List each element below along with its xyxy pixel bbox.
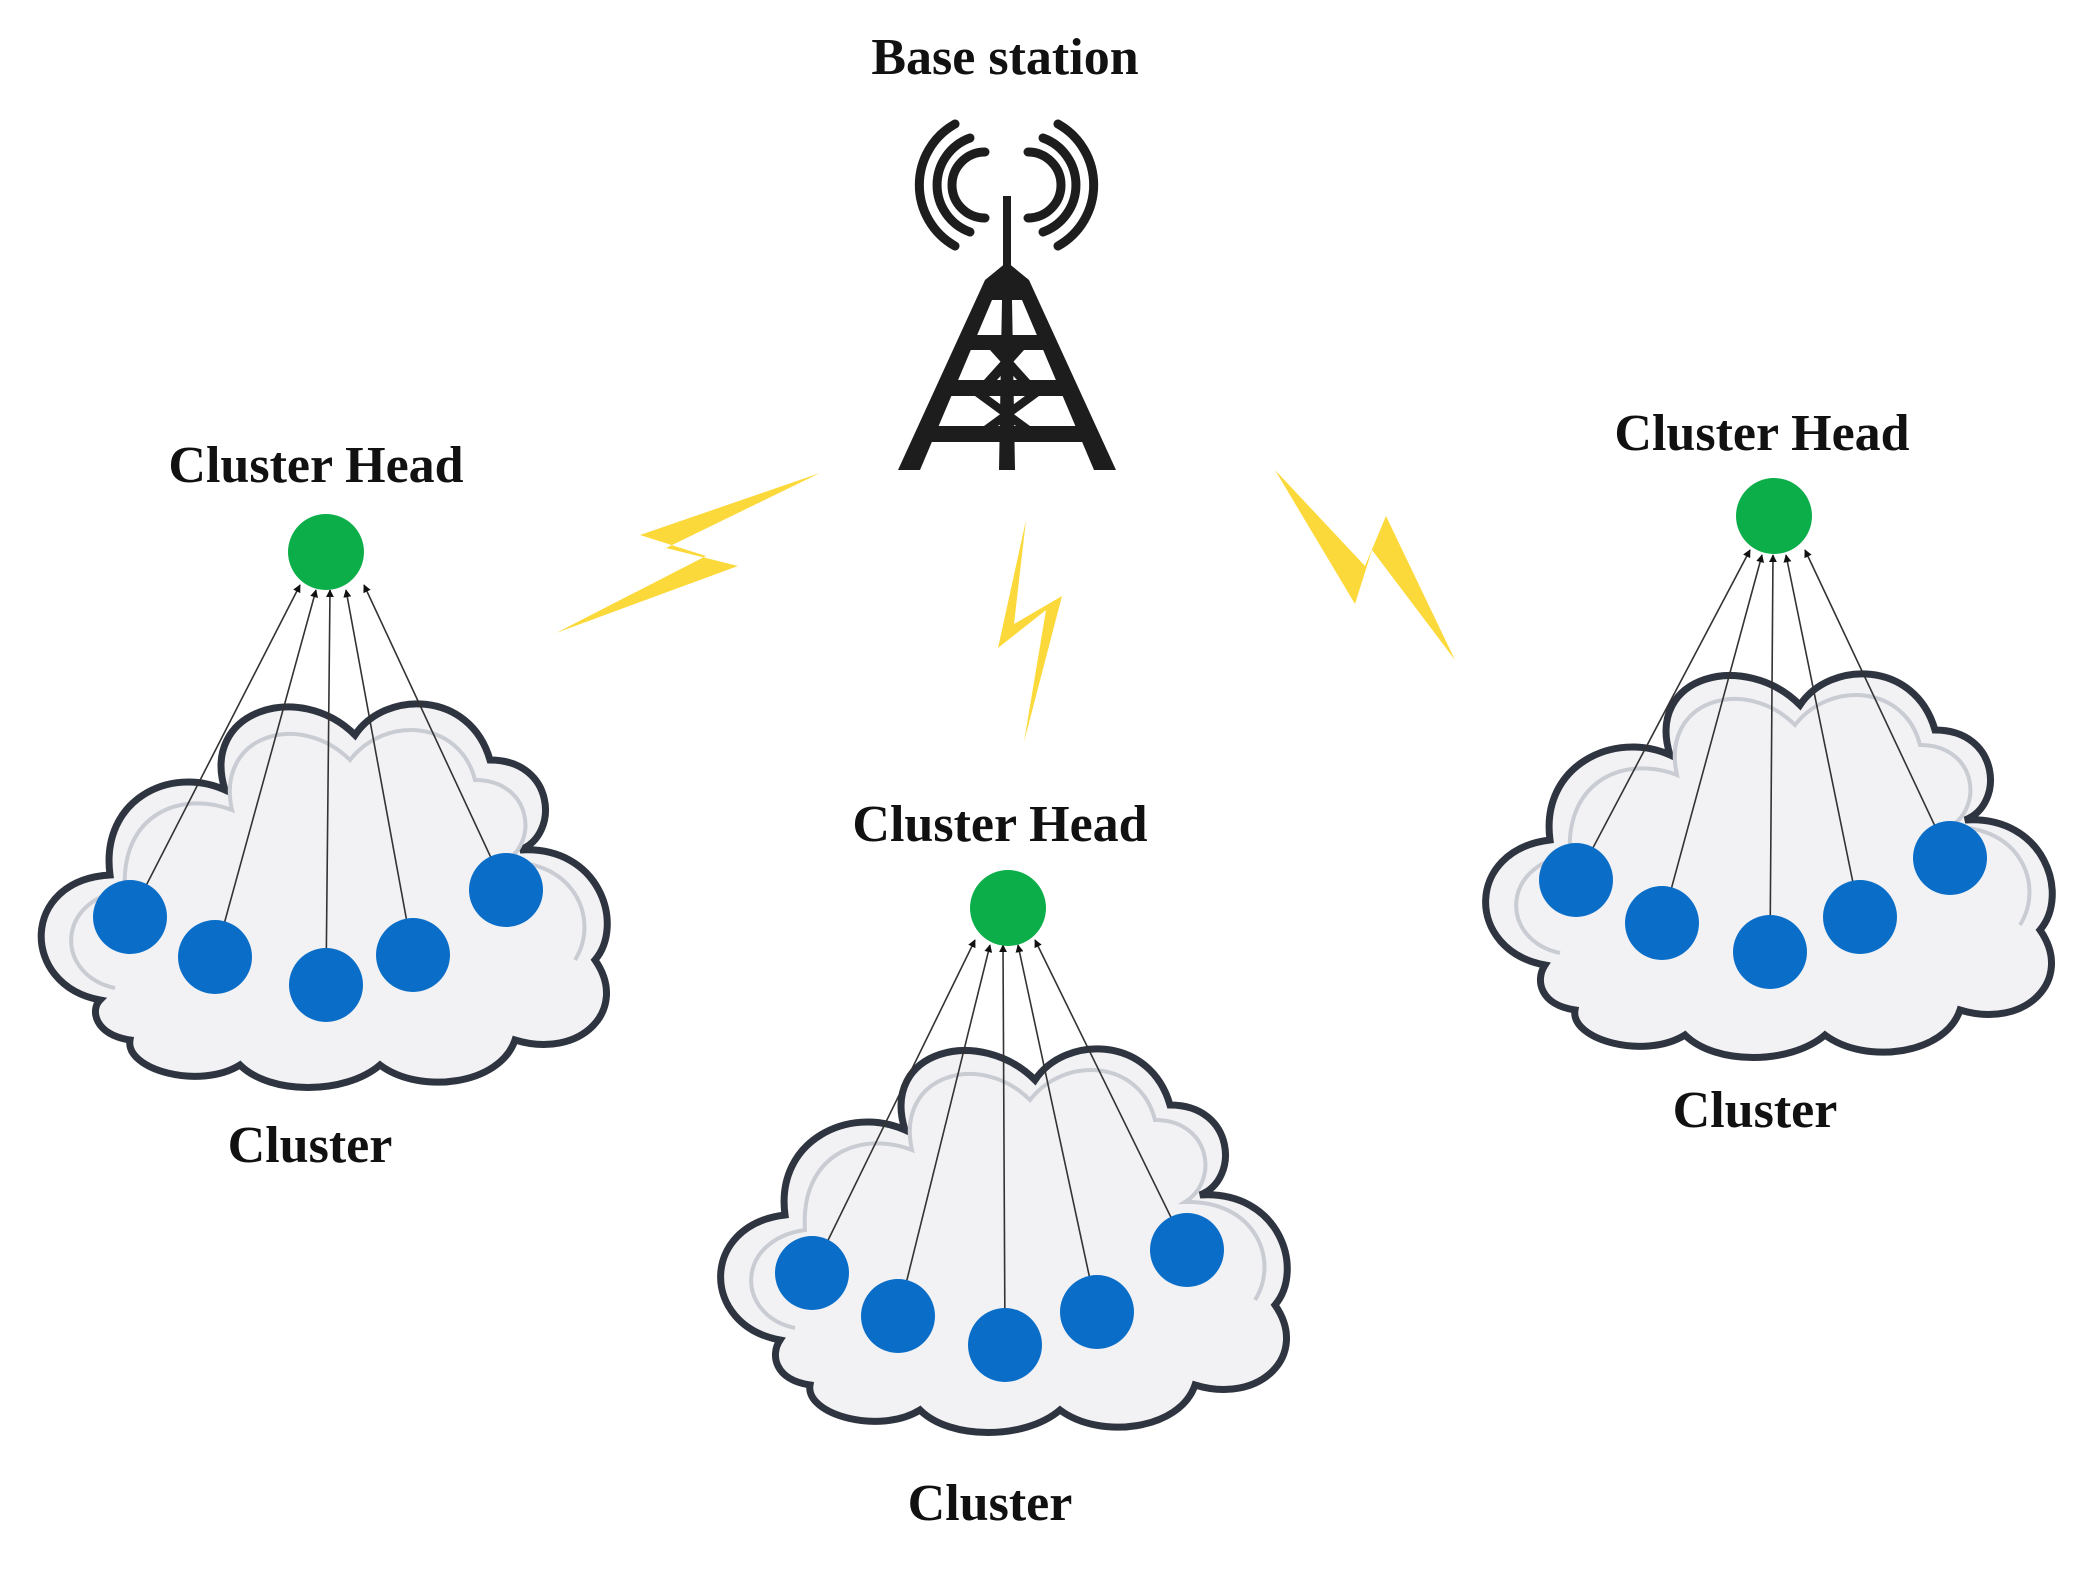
lightning-bolt-icon: [998, 520, 1062, 742]
sensor-node: [1913, 821, 1987, 895]
sensor-node: [1060, 1275, 1134, 1349]
sensor-node: [376, 918, 450, 992]
cluster-head-label: Cluster Head: [1614, 405, 1909, 462]
cluster-head-node: [288, 514, 364, 590]
cluster-head-label: Cluster Head: [852, 796, 1147, 853]
lightning-bolt-icon: [556, 473, 820, 633]
base-station-label: Base station: [871, 29, 1138, 86]
cluster-head-label: Cluster Head: [168, 437, 463, 494]
sensor-node: [775, 1236, 849, 1310]
sensor-node: [1150, 1213, 1224, 1287]
sensor-node: [968, 1308, 1042, 1382]
cluster-label: Cluster: [1673, 1082, 1838, 1139]
cluster-links: [1575, 549, 1951, 953]
wireless-link-left: [556, 473, 820, 633]
lightning-bolt-icon: [1275, 470, 1455, 660]
base-station: Base station: [871, 29, 1139, 470]
sensor-node: [178, 920, 252, 994]
sensor-node: [93, 880, 167, 954]
cluster-right: Cluster Head Cluster: [1482, 405, 2056, 1139]
sensor-node: [1539, 843, 1613, 917]
sensor-node: [1733, 915, 1807, 989]
cluster-head-node: [1736, 478, 1812, 554]
cluster-links: [129, 584, 507, 986]
cluster-left: Cluster Head Cluster: [37, 437, 611, 1174]
cell-tower-icon: [898, 119, 1116, 470]
sensor-node: [861, 1279, 935, 1353]
cluster-head-node: [970, 870, 1046, 946]
wireless-link-center: [998, 520, 1062, 742]
wireless-link-right: [1275, 470, 1455, 660]
cluster-label: Cluster: [908, 1475, 1073, 1532]
sensor-node: [1625, 886, 1699, 960]
sensor-node: [469, 853, 543, 927]
sensor-node: [1823, 880, 1897, 954]
sensor-node: [289, 948, 363, 1022]
member-nodes: [93, 853, 543, 1022]
cluster-label: Cluster: [228, 1117, 393, 1174]
cluster-links: [811, 939, 1188, 1346]
member-nodes: [775, 1213, 1224, 1382]
cluster-center: Cluster Head Cluster: [717, 796, 1291, 1532]
member-nodes: [1539, 821, 1987, 989]
